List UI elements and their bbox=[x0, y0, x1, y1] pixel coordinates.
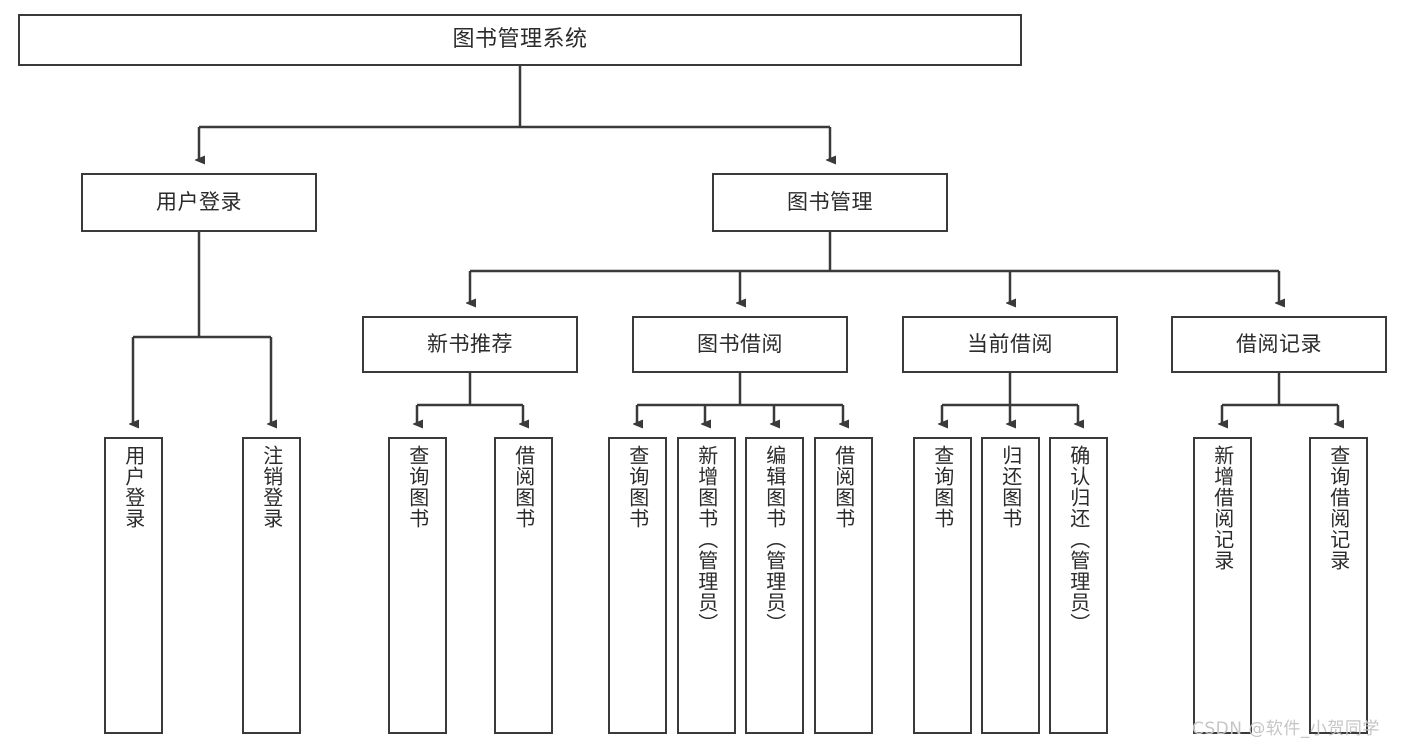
csdn-watermark: CSDN @软件_小贺同学 bbox=[1192, 719, 1380, 739]
node-label: 用户登录 bbox=[121, 445, 146, 529]
node-leaf-query-book-current[interactable]: 查询图书 bbox=[913, 437, 972, 734]
node-label: 借阅图书 bbox=[831, 445, 856, 529]
node-book-borrow[interactable]: 图书借阅 bbox=[632, 316, 848, 373]
node-label: 新增图书（管理员） bbox=[694, 445, 719, 634]
node-borrow-record[interactable]: 借阅记录 bbox=[1171, 316, 1387, 373]
node-leaf-borrow-book[interactable]: 借阅图书 bbox=[814, 437, 873, 734]
node-label: 用户登录 bbox=[156, 190, 242, 215]
node-leaf-query-borrow-record[interactable]: 查询借阅记录 bbox=[1309, 437, 1368, 734]
node-label: 归还图书 bbox=[998, 445, 1023, 529]
node-leaf-logout[interactable]: 注销登录 bbox=[242, 437, 301, 734]
node-leaf-user-login[interactable]: 用户登录 bbox=[104, 437, 163, 734]
node-book-management[interactable]: 图书管理 bbox=[712, 173, 948, 232]
node-leaf-query-book-borrow[interactable]: 查询图书 bbox=[608, 437, 667, 734]
node-new-book-recommend[interactable]: 新书推荐 bbox=[362, 316, 578, 373]
node-label: 新书推荐 bbox=[427, 332, 513, 357]
node-user-login[interactable]: 用户登录 bbox=[81, 173, 317, 232]
node-leaf-edit-book-admin[interactable]: 编辑图书（管理员） bbox=[745, 437, 804, 734]
node-label: 图书借阅 bbox=[697, 332, 783, 357]
node-label: 借阅图书 bbox=[511, 445, 536, 529]
node-leaf-confirm-return-admin[interactable]: 确认归还（管理员） bbox=[1049, 437, 1108, 734]
node-root-system[interactable]: 图书管理系统 bbox=[18, 14, 1022, 66]
node-label: 查询图书 bbox=[930, 445, 955, 529]
node-label: 当前借阅 bbox=[967, 332, 1053, 357]
node-leaf-query-book-recommend[interactable]: 查询图书 bbox=[388, 437, 447, 734]
node-label: 借阅记录 bbox=[1236, 332, 1322, 357]
node-leaf-borrow-book-recommend[interactable]: 借阅图书 bbox=[494, 437, 553, 734]
node-leaf-return-book[interactable]: 归还图书 bbox=[981, 437, 1040, 734]
node-label: 注销登录 bbox=[259, 445, 284, 529]
node-label: 图书管理 bbox=[787, 190, 873, 215]
node-label: 新增借阅记录 bbox=[1210, 445, 1235, 571]
node-leaf-add-book-admin[interactable]: 新增图书（管理员） bbox=[677, 437, 736, 734]
node-label: 编辑图书（管理员） bbox=[762, 445, 787, 634]
node-leaf-add-borrow-record[interactable]: 新增借阅记录 bbox=[1193, 437, 1252, 734]
node-label: 查询借阅记录 bbox=[1326, 445, 1351, 571]
node-label: 查询图书 bbox=[405, 445, 430, 529]
node-label: 确认归还（管理员） bbox=[1066, 445, 1091, 634]
node-current-borrow[interactable]: 当前借阅 bbox=[902, 316, 1118, 373]
node-label: 查询图书 bbox=[625, 445, 650, 529]
node-label: 图书管理系统 bbox=[452, 27, 588, 53]
